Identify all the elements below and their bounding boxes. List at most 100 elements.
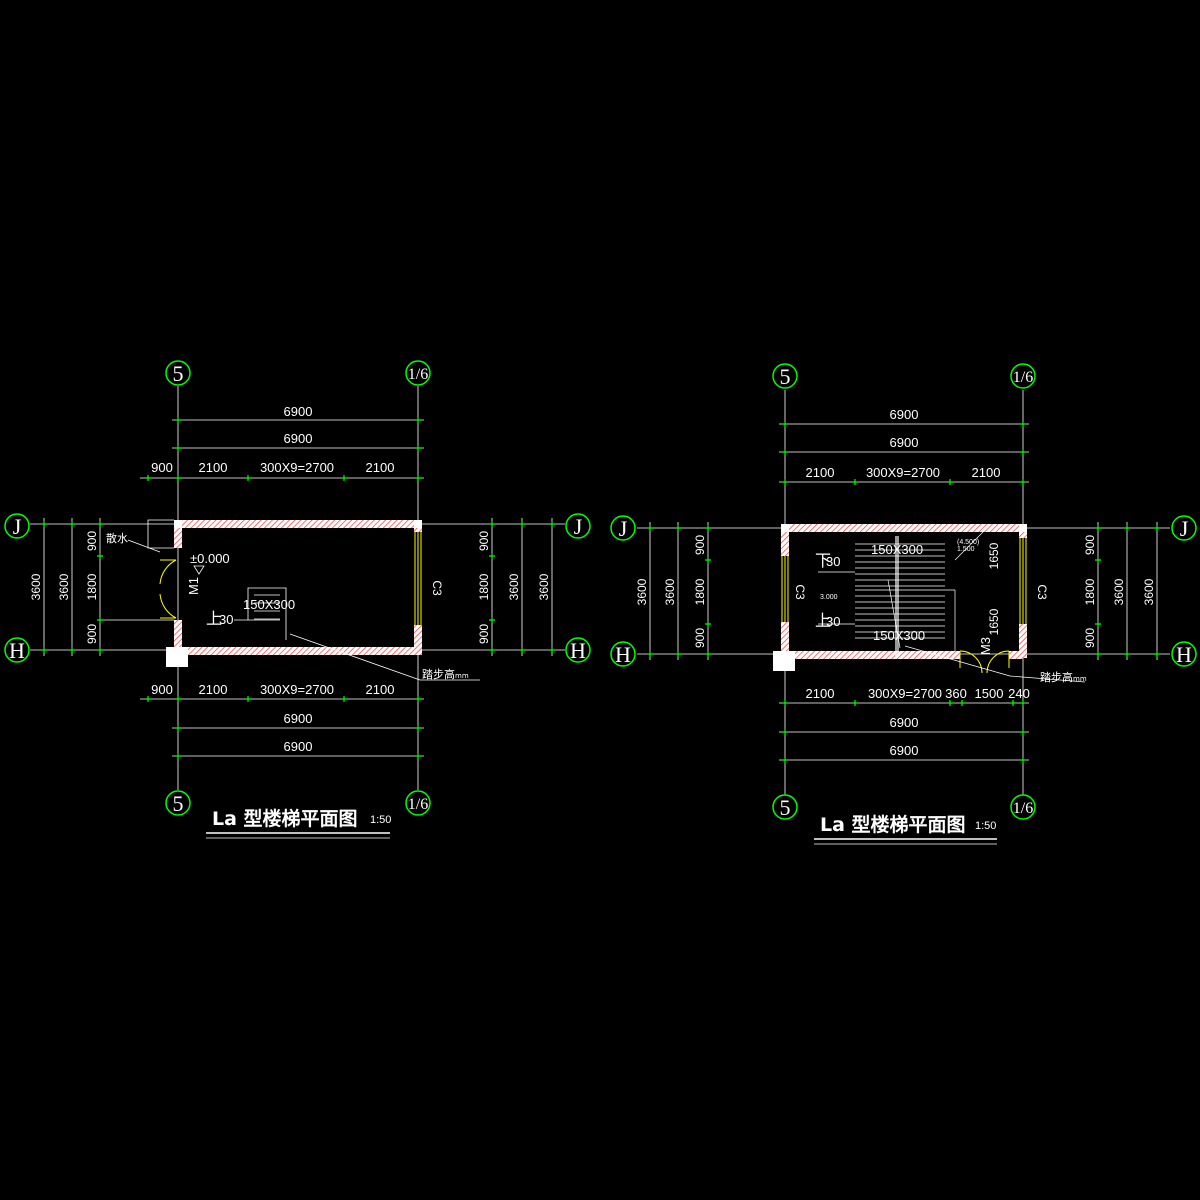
dim-left-overall-2: 3600 xyxy=(663,578,677,605)
wall-bottom xyxy=(795,651,960,659)
dimension-tick xyxy=(341,696,347,702)
dim-bottom-total-2: 6900 xyxy=(890,743,919,758)
dim-bottom-seg-4: 2100 xyxy=(366,682,395,697)
dimension-tick xyxy=(1020,729,1026,735)
axis-label: 1/6 xyxy=(1013,369,1033,386)
dim-top-total-1: 6900 xyxy=(284,404,313,419)
tread-unit: mm xyxy=(1073,675,1087,683)
dimension-tick xyxy=(852,700,858,706)
dim-right-seg-1: 900 xyxy=(1083,535,1097,555)
axis-bubble-5-bottom: 5 xyxy=(165,790,191,816)
dim-left-overall-1: 3600 xyxy=(635,578,649,605)
tread-text: 踏步高 xyxy=(422,667,455,681)
dim-right-seg-2: 1800 xyxy=(477,573,491,600)
label-elevation: ±0.000 xyxy=(190,551,230,566)
axis-label: J xyxy=(1180,516,1189,541)
wall-bottom xyxy=(178,647,418,655)
dim-bottom-seg-3: 300X9=2700 xyxy=(260,682,334,697)
left-side-dimensions xyxy=(43,518,101,656)
label-up: 上 xyxy=(206,610,222,628)
dim-top-seg-3: 300X9=2700 xyxy=(260,460,334,475)
wall-bottom-right xyxy=(1009,651,1023,659)
column-top-right xyxy=(414,520,422,528)
dimension-tick xyxy=(1095,651,1101,657)
window-label-right: C3 xyxy=(1035,584,1049,600)
dim-bottom-seg-2: 300X9=2700 xyxy=(868,686,942,701)
dim-left-overall-2: 3600 xyxy=(57,573,71,600)
dim-left-seg-3: 900 xyxy=(85,624,99,644)
dimension-tick xyxy=(175,725,181,731)
dimension-tick xyxy=(175,696,181,702)
right-side-dimensions xyxy=(491,518,553,656)
dim-left-seg-3: 900 xyxy=(693,628,707,648)
dim-top-seg-1: 2100 xyxy=(806,465,835,480)
dimension-tick xyxy=(415,753,421,759)
axis-label: J xyxy=(619,516,628,541)
wall-left-upper xyxy=(781,524,789,556)
dimension-tick xyxy=(947,700,953,706)
label-step-top: 150X300 xyxy=(871,542,923,557)
dimension-tick xyxy=(415,725,421,731)
dimension-tick xyxy=(675,651,681,657)
stair-flights xyxy=(818,529,1086,683)
dimension-tick xyxy=(782,729,788,735)
dimension-tick xyxy=(145,475,151,481)
dimension-tick xyxy=(705,651,711,657)
dimension-tick xyxy=(1095,557,1101,563)
dimension-tick xyxy=(1020,479,1026,485)
dimension-tick xyxy=(1124,651,1130,657)
bottom-dimensions xyxy=(140,698,424,757)
dim-right-overall-2: 3600 xyxy=(537,573,551,600)
tread-unit: mm xyxy=(455,672,469,680)
dimension-tick xyxy=(97,617,103,623)
dimension-tick xyxy=(647,525,653,531)
dimension-tick xyxy=(341,475,347,481)
dimension-tick xyxy=(705,557,711,563)
dim-left-seg-2: 1800 xyxy=(693,578,707,605)
dimension-tick xyxy=(1020,700,1026,706)
column-top-right xyxy=(1019,524,1027,532)
stair-handrail xyxy=(895,536,899,656)
dim-bottom-seg-3: 360 xyxy=(945,686,967,701)
dimension-tick xyxy=(947,479,953,485)
dimension-tick xyxy=(1154,651,1160,657)
axis-bubble-16-top: 1/6 xyxy=(1010,363,1036,389)
label-up: 上 xyxy=(815,612,831,630)
dim-bottom-seg-2: 2100 xyxy=(199,682,228,697)
wall-left-upper xyxy=(174,520,182,548)
dim-bottom-total-2: 6900 xyxy=(284,739,313,754)
dimension-tick xyxy=(245,696,251,702)
label-door: M3 xyxy=(978,637,993,655)
dimension-tick xyxy=(175,475,181,481)
dim-bottom-total-1: 6900 xyxy=(284,711,313,726)
dimension-tick xyxy=(1020,421,1026,427)
dimension-tick xyxy=(175,417,181,423)
axis-bubble-h-left: H xyxy=(4,637,30,663)
left-side-dimensions xyxy=(649,522,709,660)
dimension-tick xyxy=(489,647,495,653)
dimension-tick xyxy=(145,696,151,702)
dimension-tick xyxy=(705,621,711,627)
axis-label: H xyxy=(615,642,631,667)
dimension-tick xyxy=(852,479,858,485)
axis-label: 1/6 xyxy=(408,796,428,813)
right-side-dimensions xyxy=(1097,522,1158,660)
label-up-num: 30 xyxy=(826,614,840,629)
dimension-tick xyxy=(1095,525,1101,531)
dimension-tick xyxy=(415,475,421,481)
top-dimensions xyxy=(140,419,424,479)
dimension-tick xyxy=(647,651,653,657)
dim-right-seg-3: 900 xyxy=(477,624,491,644)
dim-bottom-seg-1: 900 xyxy=(151,682,173,697)
label-elev-a: (4.500) xyxy=(957,539,979,546)
dimension-tick xyxy=(97,553,103,559)
plan-title: La 型楼梯平面图 xyxy=(212,807,358,830)
dimension-tick xyxy=(1095,621,1101,627)
axis-bubble-5-top: 5 xyxy=(165,360,191,386)
dim-bottom-seg-1: 2100 xyxy=(806,686,835,701)
dimension-tick xyxy=(415,417,421,423)
axis-label: 1/6 xyxy=(408,366,428,383)
dimension-tick xyxy=(415,445,421,451)
column-bottom-left xyxy=(773,651,795,671)
dimension-tick xyxy=(1010,700,1016,706)
